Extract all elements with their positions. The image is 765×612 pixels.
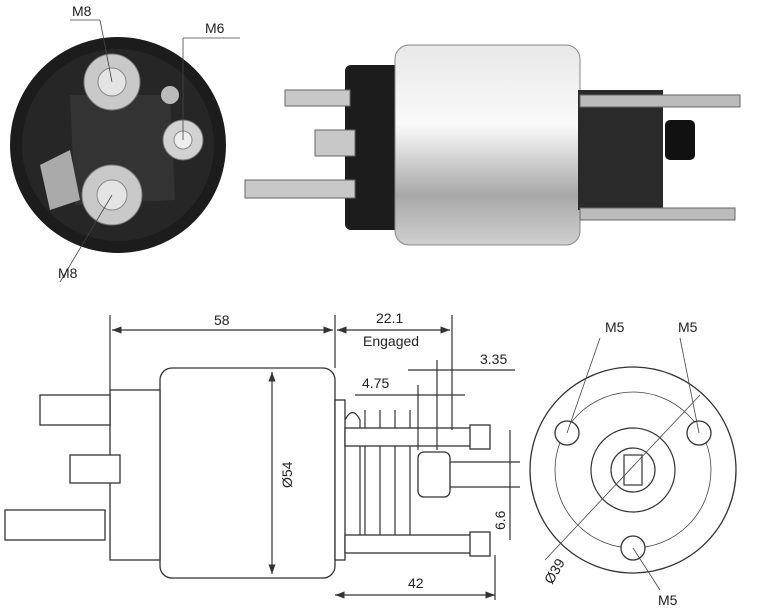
label-m6: M6 <box>205 20 225 36</box>
dim-diameter-39: Ø39 <box>541 555 568 586</box>
dim-22-1: 22.1 <box>376 310 403 326</box>
drawing-end-view <box>529 366 737 574</box>
label-m5-left: M5 <box>605 319 625 335</box>
dim-3-35: 3.35 <box>480 351 507 367</box>
dim-58: 58 <box>214 312 230 328</box>
photo-end-view <box>10 37 226 253</box>
label-m5-bottom: M5 <box>658 592 678 608</box>
drawing-side-view <box>4 367 491 579</box>
label-m5-right: M5 <box>678 319 698 335</box>
label-m8-bottom: M8 <box>58 265 78 281</box>
photo-side-view <box>244 44 741 246</box>
dim-4-75: 4.75 <box>362 375 389 391</box>
leader-m8-top <box>99 19 113 83</box>
dim-engaged: Engaged <box>363 333 419 349</box>
dim-diameter-54: Ø54 <box>279 461 295 488</box>
label-m8-top: M8 <box>72 3 92 19</box>
dim-6-6: 6.6 <box>492 510 508 530</box>
dim-42: 42 <box>408 575 424 591</box>
